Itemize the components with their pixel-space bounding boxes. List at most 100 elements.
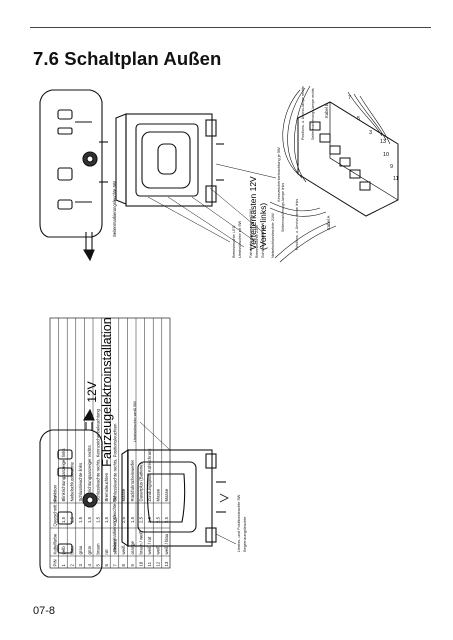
cell-section: 1,5 — [113, 516, 118, 523]
cell-color: grün — [87, 545, 92, 554]
voltage-label: 12V — [85, 381, 99, 402]
caravan-side-labels-bottom: Seitenmarkierungsleuchte 5W — [112, 496, 117, 552]
brake-light-led-label: Bremsleuchte LED — [231, 225, 236, 258]
box-number: 9 — [390, 164, 393, 170]
cell-section: 1,5 — [104, 516, 109, 523]
caravan-front-view-bottom — [121, 448, 229, 548]
cell-pin: 4 — [87, 564, 92, 567]
box-title-1: Verteilerkasten 12V — [248, 176, 258, 250]
cell-color: schwarz — [113, 539, 118, 555]
cell-color: braun / weiß — [138, 530, 143, 554]
rear-view-leader-lines-top — [147, 163, 277, 248]
page-number: 07-8 — [33, 605, 56, 617]
front-view-labels-bottom: Umriss- und Positionsleuchte 5W Begrenzu… — [132, 401, 247, 552]
box-number: 3 — [369, 130, 372, 136]
side-marker-label: Seitenmarkierungsleuchte 5W — [112, 496, 117, 552]
distribution-box-area: Verteilerkasten 12V (Vorne links) — [248, 85, 399, 263]
cell-section: 1,5 — [95, 516, 100, 523]
top-rule — [30, 27, 431, 28]
installation-title: Fahrzeugelektroinstallation — [100, 317, 114, 466]
cell-color: rot — [104, 549, 109, 555]
cell-pin: 3 — [78, 564, 83, 567]
caravan-side-labels-top: Seitenmarkierungsleuchte 5W — [112, 181, 117, 237]
cell-pin: 2 — [70, 564, 75, 567]
side-marker-label: Seitenmarkierungsleuchte 5W — [112, 181, 117, 237]
box-fuse — [319, 133, 331, 143]
cell-function: Schlussleuchte links — [78, 463, 83, 502]
white-marker-label: Umrissleuchte weiß 5W — [132, 401, 137, 442]
cell-color: weiß — [121, 545, 126, 554]
cell-color: weiß — [156, 545, 161, 554]
cell-section: 1,5 — [61, 516, 66, 523]
cell-color: weiß / blau — [164, 533, 169, 554]
indicator-label: Fahrtrichtungsanzeiger 21W — [248, 209, 253, 258]
outline-position-label: Umriss- und Positionsleuchte 5W — [236, 494, 241, 552]
cell-pin: 5 — [95, 564, 100, 567]
cell-function: Dauerplus (Batterie) — [138, 462, 143, 501]
th-color: Kabelfarbe — [52, 533, 57, 554]
cell-color: orange — [130, 541, 135, 555]
cell-section: 1,5 — [130, 516, 135, 523]
box-fuse — [309, 121, 321, 131]
center-title: 12V Fahrzeugelektroinstallation — [85, 317, 114, 466]
cell-function: Blinkrichtungsanzeiger links — [61, 448, 66, 501]
box-title-2: (Vorne links) — [258, 203, 268, 250]
cell-color: grau — [78, 545, 83, 554]
th-pin: PIN — [52, 559, 57, 566]
cell-section: 2,5 — [121, 516, 126, 523]
box-number: 10 — [383, 152, 389, 158]
box-fuse — [359, 181, 371, 191]
cell-section: 1,5 — [78, 516, 83, 523]
side-left-label: Seitenmarkierungs-lampe links — [281, 183, 285, 232]
box-fuse — [339, 157, 351, 167]
box-number: 11 — [393, 176, 399, 182]
cell-pin: 12 — [156, 561, 161, 566]
rear-view-labels-top: Bremsleuchte LED Umrissleuchte rot 5W Fa… — [231, 147, 281, 258]
th-function: Funktion — [52, 484, 57, 501]
cell-color: braun — [95, 543, 100, 555]
box-number: 5 — [357, 116, 360, 122]
cable-b-label: Kabel B — [324, 103, 329, 118]
red-marker-label: Umrissleuchte rot 5W — [237, 220, 242, 258]
cell-function: Schlussleuchte rechts, Kennzeichenbeleuc… — [95, 408, 100, 501]
page-title: 7.6 Schaltplan Außen — [33, 48, 222, 69]
wire-bundles — [269, 85, 391, 263]
caravan-side-view-bottom — [39, 408, 103, 578]
cell-section: 2,5 — [156, 516, 161, 523]
th-section: Querschnitt mm² — [52, 494, 57, 526]
wiring-diagram: PIN Kabelfarbe Querschnitt mm² Funktion … — [39, 85, 399, 578]
cable-a-label: Kabel A — [326, 215, 331, 230]
license-plate-light-label: Kennzeichenbeleuchtung je 5W — [276, 147, 281, 202]
side-right-label: Seitenmarkierungs-lampe rechts — [311, 88, 315, 140]
tail-light-label: Schlussleuchte 10W — [260, 222, 265, 258]
caravan-side-view-top — [39, 89, 108, 262]
cell-section: 1,5 — [87, 516, 92, 523]
cell-function: Blinkrichtungsanzeiger rechts — [87, 445, 92, 501]
clearance-light-label: Begrenzungsleuchte — [242, 517, 247, 552]
caravan-rear-view-top — [115, 113, 224, 207]
cell-function: Masse — [156, 488, 161, 501]
pos-right-label: Positions- u. Umriss-lampe rechts — [301, 86, 305, 140]
cell-pin: 9 — [130, 564, 135, 567]
cell-pin: 8 — [121, 564, 126, 567]
pos-left-label: Positions- u. Umriss-lampe links — [295, 199, 299, 250]
fog-light-label: Nebelschlussleuchte 21W — [270, 213, 275, 258]
cell-color: weiß / rot — [147, 536, 152, 554]
cell-section: 2,5 — [164, 516, 169, 523]
cell-function: Schlussleuchte rechts, Positionsleuchten — [113, 423, 118, 501]
cell-function: Masse — [164, 488, 169, 501]
cell-function: Bremsleuchten — [104, 472, 109, 501]
cell-pin: 13 — [164, 561, 169, 566]
cell-pin: 6 — [104, 564, 109, 567]
cell-section: 2,5 — [138, 516, 143, 523]
cell-function: Nebelschlussleuchte — [70, 461, 75, 501]
cell-pin: 7 — [113, 564, 118, 567]
box-fuse — [329, 145, 341, 155]
wiring-table: PIN Kabelfarbe Querschnitt mm² Funktion … — [49, 317, 171, 569]
cell-pin: 11 — [147, 561, 152, 566]
box-number: 13 — [380, 139, 386, 145]
cell-pin: 1 — [61, 564, 66, 567]
brake-light-label: Bremsleuchte 21W — [254, 225, 259, 258]
front-view-leader-lines-bottom — [139, 421, 237, 545]
cell-function: Zündungsplus, Kühlschrank — [147, 448, 152, 502]
